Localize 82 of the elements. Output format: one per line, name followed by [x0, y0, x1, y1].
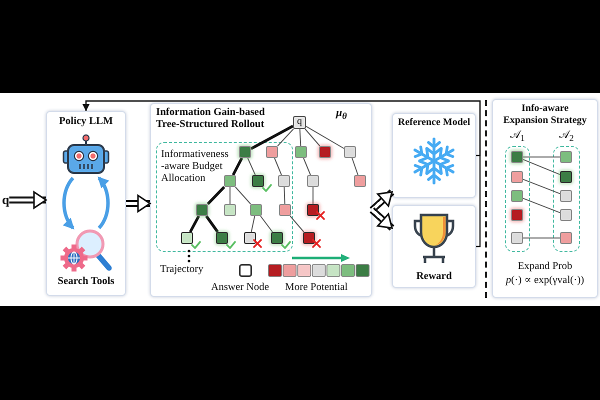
formula-text: p(·) ∝ exp(γval(·)): [505, 275, 585, 288]
candidate-node: [511, 190, 523, 202]
root-node: q: [293, 116, 306, 129]
block-arrow: [9, 191, 47, 209]
connector-line: [290, 216, 304, 232]
connector-line: [306, 126, 344, 149]
connector-line: [234, 186, 252, 204]
connector-line: [247, 158, 256, 176]
caption-text: Expand Prob: [517, 261, 573, 274]
region-label: Informativeness -aware Budget Allocation: [161, 149, 230, 186]
query-label: q: [2, 192, 10, 208]
tree-node: [244, 232, 256, 244]
connector-line: [206, 186, 226, 205]
connector-line: [304, 128, 320, 146]
panel-title: Reference Model: [397, 117, 471, 128]
candidate-node: [560, 209, 572, 221]
block-arrow: [126, 194, 151, 212]
budget-region: [156, 142, 293, 252]
connector-line: [205, 215, 219, 233]
strategy-panel: [492, 99, 598, 298]
connector-line: [188, 215, 200, 233]
tree-node: [224, 204, 236, 216]
candidate-node: [511, 151, 523, 163]
tree-node: [307, 204, 319, 216]
panel-title: Information Gain-based Tree-Structured Rollout: [156, 107, 266, 132]
connector-line: [274, 158, 282, 176]
candidate-node: [511, 232, 523, 244]
connector-line: [232, 157, 244, 176]
legend-label: More Potential: [285, 282, 348, 294]
rollout-panel: [150, 103, 372, 297]
panel-title: Reward: [416, 271, 452, 284]
tree-node: [271, 232, 283, 244]
group-label: 𝒜$_{1}$: [510, 129, 526, 144]
tree-node: [344, 146, 356, 158]
candidate-node: [560, 171, 572, 183]
curved-arrow: [62, 176, 74, 230]
candidate-node: [511, 209, 523, 221]
tree-node: [303, 232, 315, 244]
tree-node: [279, 204, 291, 216]
legend-label: Answer Node: [211, 282, 270, 294]
search-icon: [59, 228, 113, 272]
math-symbol: μ$_{θ}$: [336, 107, 348, 122]
candidate-node: [560, 232, 572, 244]
connector-line: [312, 186, 314, 204]
connector-line: [299, 128, 302, 146]
connector-line: [522, 158, 560, 176]
connector-line: [522, 178, 560, 194]
tree-node: [319, 146, 331, 158]
candidate-node: [560, 190, 572, 202]
connector-line: [284, 186, 286, 204]
candidate-node: [560, 151, 572, 163]
legend-label: Trajectory: [160, 264, 204, 276]
tree-node: [354, 175, 366, 187]
tree-node: [250, 204, 262, 216]
connector-line: [250, 124, 294, 150]
block-arrow: [370, 207, 394, 231]
block-arrow: [370, 189, 394, 213]
tree-node: [181, 232, 193, 244]
tree-node: [266, 146, 278, 158]
tree-node: [278, 175, 290, 187]
tree-node: [224, 175, 236, 187]
panel-title: Policy LLM: [58, 116, 114, 128]
connector-line: [522, 156, 560, 158]
feedback-arrow: [82, 100, 481, 248]
connector-line: [260, 216, 273, 232]
connector-line: [302, 158, 312, 176]
group-label: 𝒜$_{2}$: [558, 129, 574, 144]
policy-panel: [46, 111, 126, 296]
candidate-node: [511, 171, 523, 183]
connector-line: [352, 158, 358, 176]
tree-node: [295, 146, 307, 158]
connector-line: [522, 198, 560, 214]
caption-text: Search Tools: [57, 276, 115, 288]
tree-node: [252, 175, 264, 187]
tree-node: [196, 204, 208, 216]
curved-arrow: [98, 176, 110, 230]
tree-node: [216, 232, 228, 244]
connector-line: [250, 216, 256, 232]
tree-node: [239, 146, 251, 158]
connector-line: [277, 128, 294, 146]
tree-node: [307, 175, 319, 187]
panel-title: Info-aware Expansion Strategy: [502, 103, 588, 126]
